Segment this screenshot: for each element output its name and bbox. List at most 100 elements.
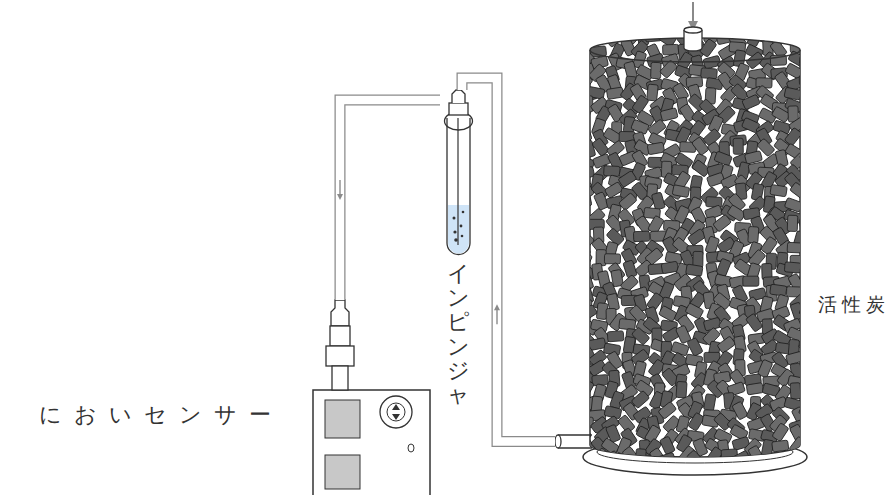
carbon-pellet: [706, 446, 723, 465]
carbon-pellet: [733, 138, 743, 154]
carbon-pellet: [648, 119, 667, 137]
carbon-pellet: [790, 182, 809, 200]
carbon-pellet: [574, 249, 593, 265]
carbon-pellet: [575, 218, 593, 231]
part-label: においセンサー: [39, 400, 283, 430]
flow-arrow: [496, 308, 497, 324]
carbon-pellet: [583, 96, 593, 112]
carbon-pellet: [784, 262, 801, 273]
carbon-pellet: [802, 40, 820, 55]
carbon-pellet: [721, 449, 738, 460]
carbon-pellet: [770, 284, 787, 296]
carbon-pellet: [676, 381, 687, 398]
carbon-pellet: [803, 32, 816, 50]
carbon-pellet: [785, 143, 804, 160]
carbon-pellet: [663, 44, 679, 55]
carbon-pellet: [645, 31, 662, 42]
carbon-pellet: [619, 319, 636, 331]
carbon-pellet: [649, 447, 666, 466]
sensor-probe-base: [332, 366, 348, 390]
carbon-pellet: [577, 166, 595, 179]
tube-bore: [462, 78, 555, 442]
carbon-pellet: [804, 209, 823, 226]
carbon-pellet: [802, 395, 820, 409]
carbon-pellet: [790, 302, 805, 320]
inlet-arrow: [692, 2, 694, 26]
carbon-pellet: [601, 438, 620, 455]
sensor-led: [408, 444, 414, 452]
outlet-nozzle-end: [555, 435, 561, 448]
carbon-pellet: [574, 196, 592, 209]
carbon-pellet: [660, 436, 676, 455]
carbon-pellet: [803, 84, 815, 101]
carbon-pellet: [760, 236, 777, 255]
sensor-display: [325, 400, 360, 438]
sensor-probe-collar: [326, 346, 354, 366]
carbon-pellet: [805, 352, 817, 369]
carbon-pellet: [804, 166, 821, 178]
impinger-inner-tube: [457, 118, 458, 245]
apparatus-part: 活性炭: [555, 24, 810, 475]
carbon-pellet: [632, 95, 649, 114]
carbon-pellet: [800, 262, 819, 277]
flow-arrow: [339, 180, 340, 196]
carbon-pellet: [770, 184, 787, 196]
carbon-pellet: [804, 115, 819, 134]
impinger-head: [452, 90, 465, 103]
carbon-pellet: [802, 145, 818, 156]
carbon-pellet: [799, 149, 818, 165]
carbon-pellet: [799, 270, 818, 287]
carbon-pellet: [576, 207, 590, 225]
carbon-pellet: [799, 56, 816, 67]
carbon-pellet: [661, 261, 678, 274]
carbon-pellets: [573, 27, 823, 469]
carbon-pellet: [686, 264, 703, 276]
carbon-pellet: [798, 335, 816, 353]
carbon-pellet: [574, 107, 591, 126]
sensor-panel: [325, 455, 360, 489]
carbon-pellet: [647, 142, 664, 155]
carbon-pellet: [651, 192, 665, 210]
carbon-pellet: [799, 75, 815, 85]
carbon-pellet: [786, 287, 802, 298]
carbon-pellet: [660, 60, 678, 79]
carbon-pellet: [651, 62, 662, 78]
carbon-pellet: [732, 450, 751, 466]
carbon-pellet: [574, 130, 592, 144]
carbon-pellet: [701, 68, 718, 79]
carbon-pellet: [800, 371, 817, 390]
carbon-pellet: [591, 448, 609, 466]
sensor-knob-arrows: [392, 404, 400, 420]
carbon-pellet: [764, 454, 781, 465]
carbon-pellet: [687, 338, 703, 357]
carbon-pellet: [795, 30, 805, 46]
carbon-pellet: [801, 315, 820, 331]
carbon-pellet: [604, 254, 620, 264]
impinger-cap: [449, 103, 468, 115]
carbon-pellet: [807, 228, 817, 244]
carbon-pellet: [574, 339, 590, 349]
carbon-pellet: [807, 186, 818, 203]
carbon-pellet: [787, 242, 804, 253]
carbon-pellet: [576, 449, 595, 466]
carbon-pellet: [672, 185, 690, 198]
carbon-pellet: [799, 218, 817, 232]
carbon-pellet: [804, 418, 815, 435]
carbon-pellet: [799, 105, 818, 122]
carbon-pellet: [713, 214, 732, 232]
carbon-pellet: [574, 407, 592, 422]
sensor-knob-inner: [387, 403, 405, 421]
carbon-pellet: [789, 436, 807, 455]
sensor-probe-tip: [331, 300, 349, 326]
carbon-pellet: [647, 84, 659, 101]
tube-wall: [462, 78, 555, 442]
carbon-pellet: [578, 379, 595, 398]
carbon-pellet: [805, 448, 820, 466]
inlet-nozzle-top: [684, 27, 702, 33]
carbon-pellet: [685, 303, 704, 319]
carbon-pellet: [575, 238, 590, 257]
carbon-pellet: [772, 440, 789, 452]
carbon-pellet: [791, 452, 801, 468]
carbon-pellet: [748, 445, 765, 464]
carbon-pellet: [714, 151, 733, 166]
